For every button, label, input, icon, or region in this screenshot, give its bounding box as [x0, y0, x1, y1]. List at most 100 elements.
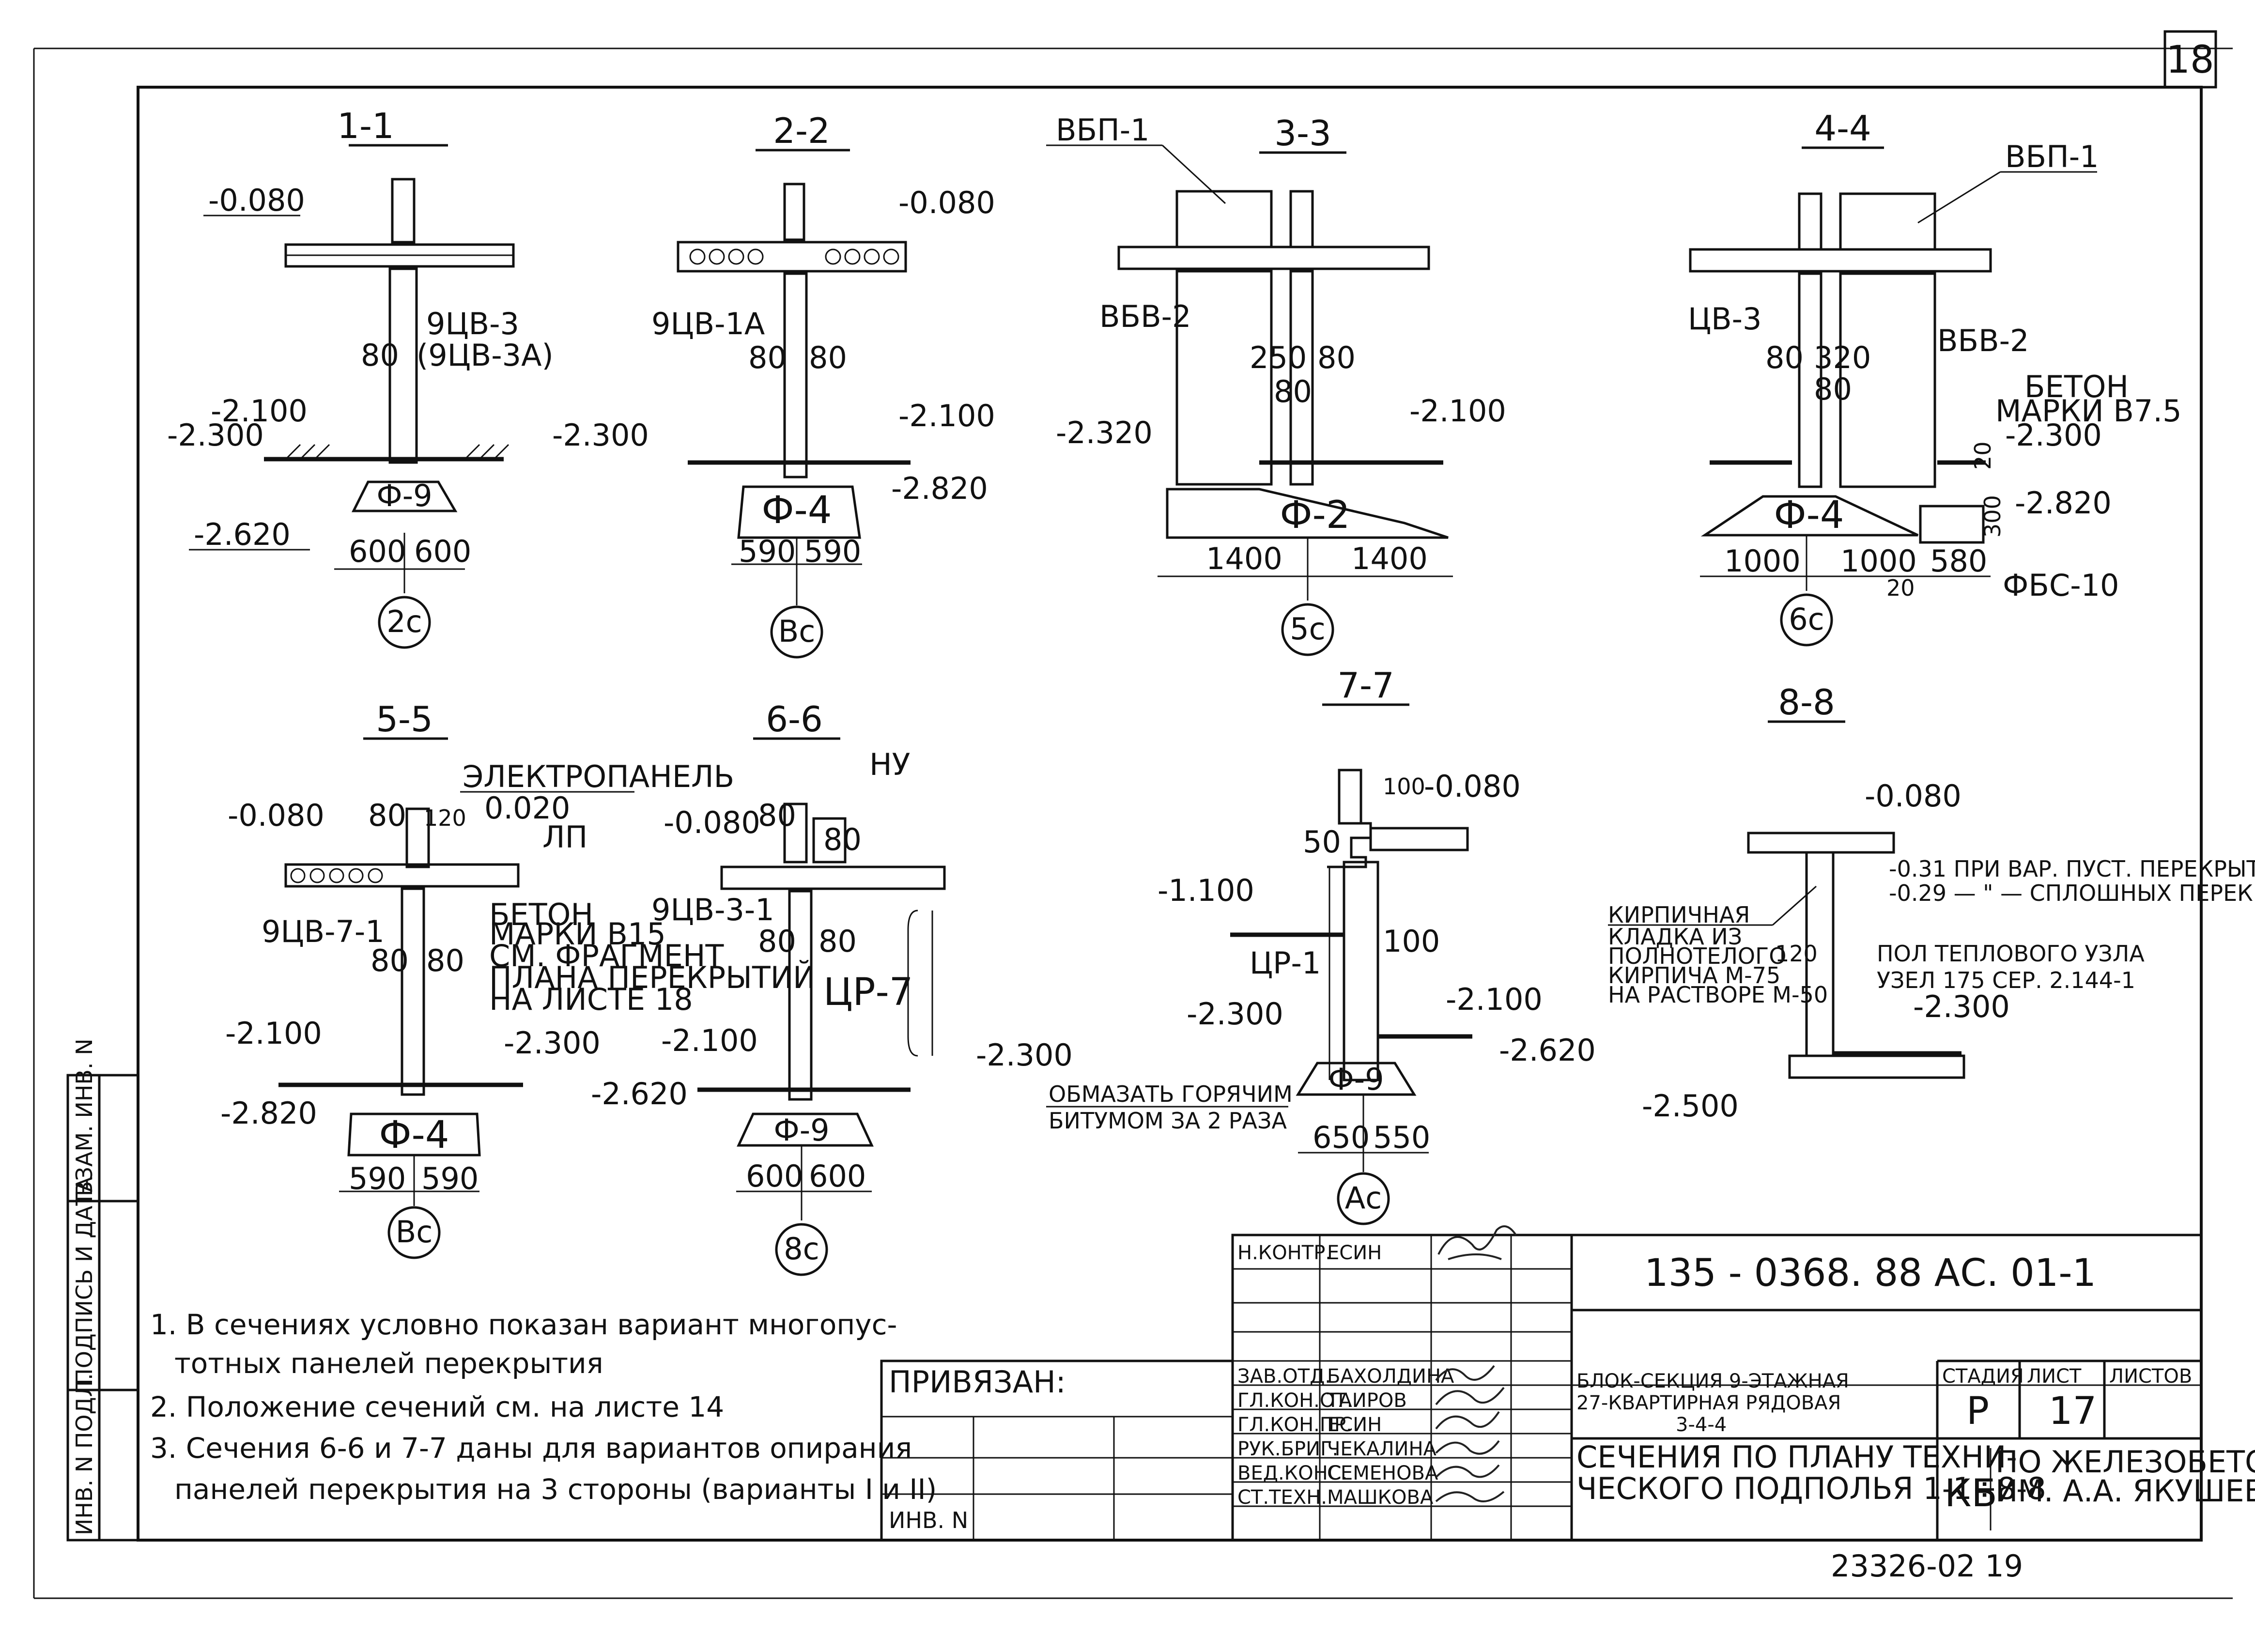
level-2100: -2.100: [1409, 393, 1506, 429]
project-title-2: 27-КВАРТИРНАЯ РЯДОВАЯ: [1576, 1392, 1841, 1414]
slab: [1747, 832, 1895, 854]
dim-600-left: 600: [746, 1158, 803, 1194]
section-title-3-3: 3-3: [1274, 113, 1331, 154]
level-2100: -2.100: [661, 1023, 758, 1058]
level-top: -0.080: [1424, 769, 1521, 804]
concrete-label: БЕТОН: [489, 897, 593, 932]
dim-1000-left: 1000: [1724, 543, 1801, 579]
wall-mark: ЦВ-3: [1688, 301, 1762, 337]
dim-100-wall: 100: [1383, 924, 1440, 959]
note-3-cont: панелей перекрытия на 3 стороны (вариант…: [174, 1473, 937, 1506]
axis-marker: [770, 605, 823, 659]
axis-label: Ас: [1345, 1180, 1382, 1216]
upper-wall: [391, 178, 416, 244]
footing: [347, 1112, 481, 1157]
org-logo: КБ: [1945, 1472, 1997, 1515]
upper-wall: [783, 803, 808, 864]
level-top: -0.080: [664, 805, 760, 840]
name-gl-kon-ot: ТАИРОВ: [1327, 1390, 1407, 1412]
level-top: -0.080: [1865, 778, 1962, 814]
sheet-value: 17: [2049, 1390, 2097, 1433]
panel-label: ЦР-7: [823, 971, 913, 1014]
level-2300: -2.300: [552, 417, 649, 453]
note-3: 3. Сечения 6-6 и 7-7 даны для вариантов …: [150, 1432, 912, 1465]
dim-1000-right: 1000: [1840, 543, 1917, 579]
level-top: -0.080: [208, 183, 305, 218]
level-note-031: -0.31 ПРИ ВАР. ПУСТ. ПЕРЕКРЫТ.: [1889, 856, 2255, 882]
dim-80-left: 80: [371, 943, 409, 978]
node-note-1: ПОЛ ТЕПЛОВОГО УЗЛА: [1877, 941, 2145, 967]
note-1: 1. В сечениях условно показан вариант мн…: [150, 1308, 897, 1341]
panel-label-vbp: ВБП-1: [2005, 139, 2099, 174]
hollow-slab: [284, 863, 520, 888]
page-number: 18: [2166, 38, 2214, 82]
role-n-kontr: Н.КОНТР.: [1237, 1242, 1331, 1264]
basement-wall: [1289, 270, 1314, 486]
side-label-podpis: ПОДПИСЬ И ДАТА: [71, 1176, 97, 1385]
panel-outline: [907, 910, 933, 1057]
dim-550: 550: [1373, 1120, 1430, 1155]
dim-80-right: 80: [819, 924, 857, 959]
side-label-inv: ИНВ. N ПОДЛ.: [71, 1373, 97, 1535]
panel-label-vbv: ВБВ-2: [1937, 323, 2029, 358]
name-zav-otd: БАХОЛДИНА: [1327, 1365, 1454, 1388]
section-title-4-4: 4-4: [1814, 108, 1871, 149]
concrete-grade: МАРКИ В7.5: [1995, 393, 2182, 429]
level-2300: -2.300: [976, 1037, 1073, 1073]
page-number-box: [2163, 30, 2217, 89]
dim-80: 80: [1765, 340, 1804, 375]
section-title-6-6: 6-6: [766, 699, 823, 740]
level-2100: -2.100: [225, 1016, 322, 1051]
wall-mark: 9ЦВ-1А: [651, 306, 765, 341]
role-gl-kon-pr: ГЛ.КОН.ПР.: [1237, 1414, 1352, 1436]
footing: [351, 480, 458, 512]
dim-320: 320: [1814, 340, 1871, 375]
panel-label-vbp: ВБП-1: [1056, 112, 1150, 148]
section-6-6: 6-6 НУ Ф-9 -0.080 80 80 9ЦВ-3-1 80 80 ЦР…: [591, 699, 1073, 1276]
upper-wall: [783, 183, 805, 241]
level-2300: -2.300: [2005, 417, 2102, 453]
slab-voids: [689, 248, 899, 265]
section-title-2-2: 2-2: [773, 110, 830, 151]
level-2820: -2.820: [220, 1096, 317, 1131]
upper-wall: [1289, 190, 1314, 248]
sheets-header: ЛИСТОВ: [2109, 1365, 2192, 1388]
title-block: ПРИВЯЗАН: ИНВ. N Н.КОНТР. ЕСИН ЗАВ.ОТД. …: [880, 1225, 2255, 1542]
dim-100: 100: [1383, 773, 1425, 800]
dim-50: 50: [1303, 824, 1341, 860]
node-note-2: УЗЕЛ 175 СЕР. 2.144-1: [1877, 967, 2135, 993]
role-ruk-brig: РУК.БРИГ.: [1237, 1438, 1338, 1460]
name-n-kontr: ЕСИН: [1327, 1242, 1382, 1264]
dim-80-top: 80: [368, 798, 406, 833]
basement-panel: [1839, 272, 1936, 488]
axis-label: 5с: [1290, 611, 1326, 647]
org-name-2: ИМ. А.А. ЯКУШЕВА: [1995, 1473, 2255, 1509]
role-zav-otd: ЗАВ.ОТД.: [1237, 1365, 1331, 1388]
level-2100: -2.100: [211, 393, 308, 429]
role-st-tekhn: СТ.ТЕХН.: [1237, 1486, 1327, 1509]
footing-label: Ф-4: [379, 1113, 449, 1157]
project-title-1: БЛОК-СЕКЦИЯ 9-ЭТАЖНАЯ: [1576, 1370, 1849, 1392]
level-2100: -2.100: [1446, 982, 1543, 1017]
wall-mark: 9ЦВ-3: [426, 306, 519, 341]
level-2820: -2.820: [891, 471, 988, 506]
dim-650: 650: [1313, 1120, 1370, 1155]
axis-marker: [1337, 1172, 1390, 1225]
dim-600-right: 600: [809, 1158, 866, 1194]
ground-hatch: [285, 444, 510, 460]
level-0020: 0.020: [484, 790, 571, 826]
dim-580: 580: [1930, 543, 1987, 579]
hollow-slab: [677, 241, 907, 273]
dim-80-bottom: 80: [1814, 371, 1852, 407]
dim-20: 20: [1970, 441, 1996, 470]
dim-590-left: 590: [349, 1161, 406, 1196]
support-detail: [1327, 822, 1372, 868]
level-2100: -2.100: [898, 398, 995, 433]
footing-label: Ф-4: [1774, 494, 1844, 537]
section-3-3: 3-3 ВБП-1 Ф-2 ВБВ-2 250 80 80 -2.320 -2.…: [1046, 112, 1506, 656]
inv-label: ИНВ. N: [889, 1507, 968, 1533]
dim-80-bottom: 80: [1274, 374, 1312, 409]
basement-wall: [401, 887, 425, 1096]
dim-left: 80: [748, 340, 787, 375]
side-stamp: ВЗАМ. ИНВ. N ПОДПИСЬ И ДАТА ИНВ. N ПОДЛ.: [66, 1038, 139, 1542]
